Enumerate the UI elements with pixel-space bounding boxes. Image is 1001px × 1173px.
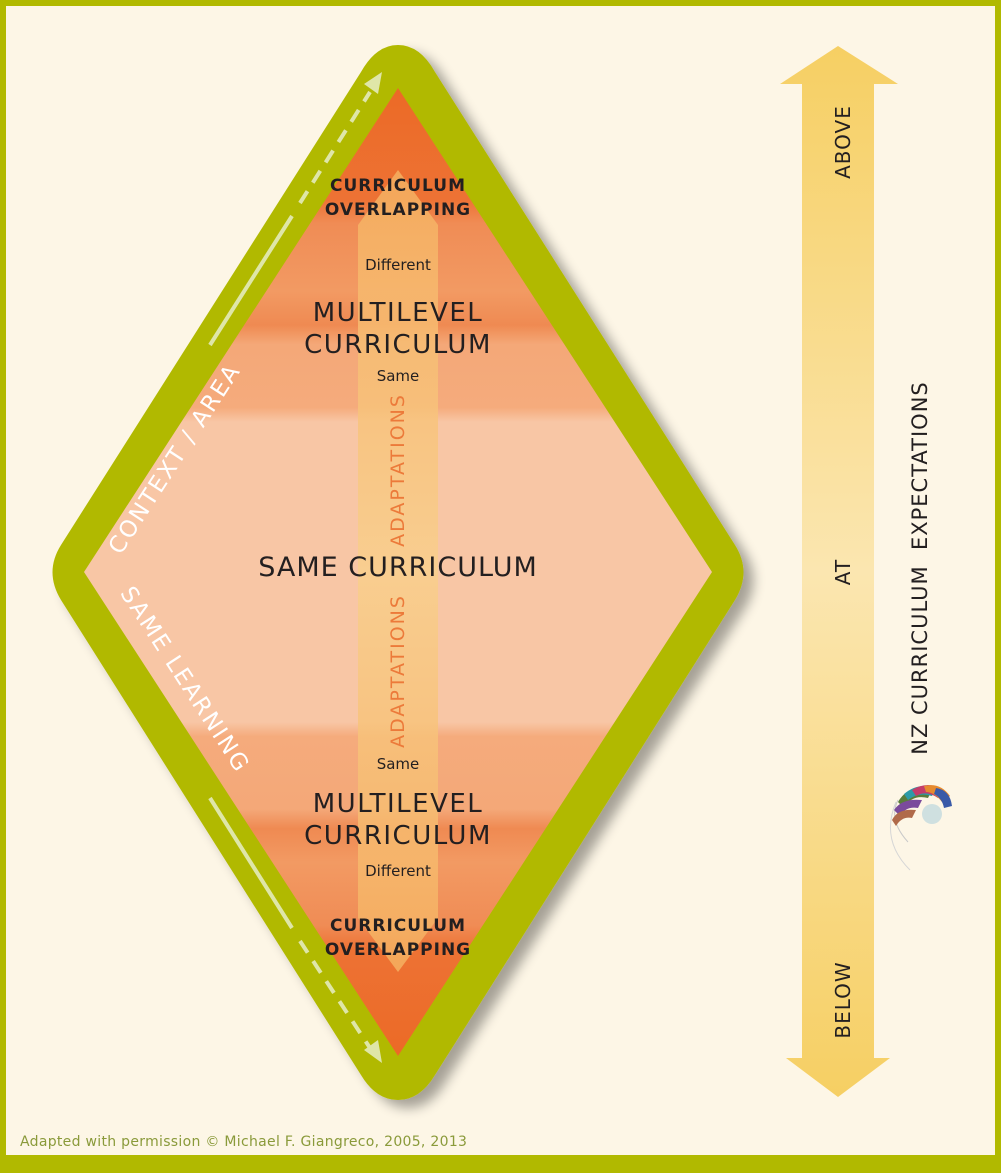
top-multilevel-line1: MULTILEVEL [312, 298, 484, 328]
bottom-multilevel-above: Same [376, 755, 420, 773]
adaptations-column [358, 170, 438, 972]
arrow-head-down-icon [364, 1040, 382, 1063]
top-overlap-label: CURRICULUM OVERLAPPING [298, 174, 498, 222]
bottom-multilevel-line1: MULTILEVEL [312, 789, 484, 819]
arrow-head-up-icon [364, 72, 382, 94]
above-label: ABOVE [831, 105, 855, 179]
same-curriculum-label: SAME CURRICULUM [258, 552, 538, 583]
expectations-arrow [780, 46, 898, 1097]
top-multilevel-below: Same [376, 367, 420, 385]
top-multilevel-line2: CURRICULUM [304, 330, 492, 360]
bottom-overlap-line2: OVERLAPPING [324, 940, 472, 960]
at-label: AT [831, 558, 855, 586]
top-multilevel-title: MULTILEVEL CURRICULUM [248, 297, 548, 361]
context-arrow-upper [208, 90, 372, 347]
nz-curriculum-expectations-title: NZ CURRICULUM EXPECTATIONS [908, 381, 932, 755]
nz-curriculum-koru-logo-icon [889, 785, 952, 871]
top-multilevel-above: Different [365, 256, 431, 274]
adaptations-lower-label: ADAPTATIONS [387, 594, 409, 748]
bottom-overlap-line1: CURRICULUM [329, 916, 466, 936]
bottom-multilevel-title: MULTILEVEL CURRICULUM [248, 788, 548, 852]
context-arrow-lower [208, 796, 372, 1050]
below-label: BELOW [831, 961, 855, 1039]
bottom-multilevel-line2: CURRICULUM [304, 821, 492, 851]
bottom-overlap-label: CURRICULUM OVERLAPPING [298, 914, 498, 962]
top-overlap-line2: OVERLAPPING [324, 200, 472, 220]
top-overlap-line1: CURRICULUM [329, 176, 466, 196]
attribution-footer: Adapted with permission © Michael F. Gia… [20, 1134, 468, 1150]
bottom-multilevel-below: Different [365, 862, 431, 880]
adaptations-upper-label: ADAPTATIONS [387, 393, 409, 547]
